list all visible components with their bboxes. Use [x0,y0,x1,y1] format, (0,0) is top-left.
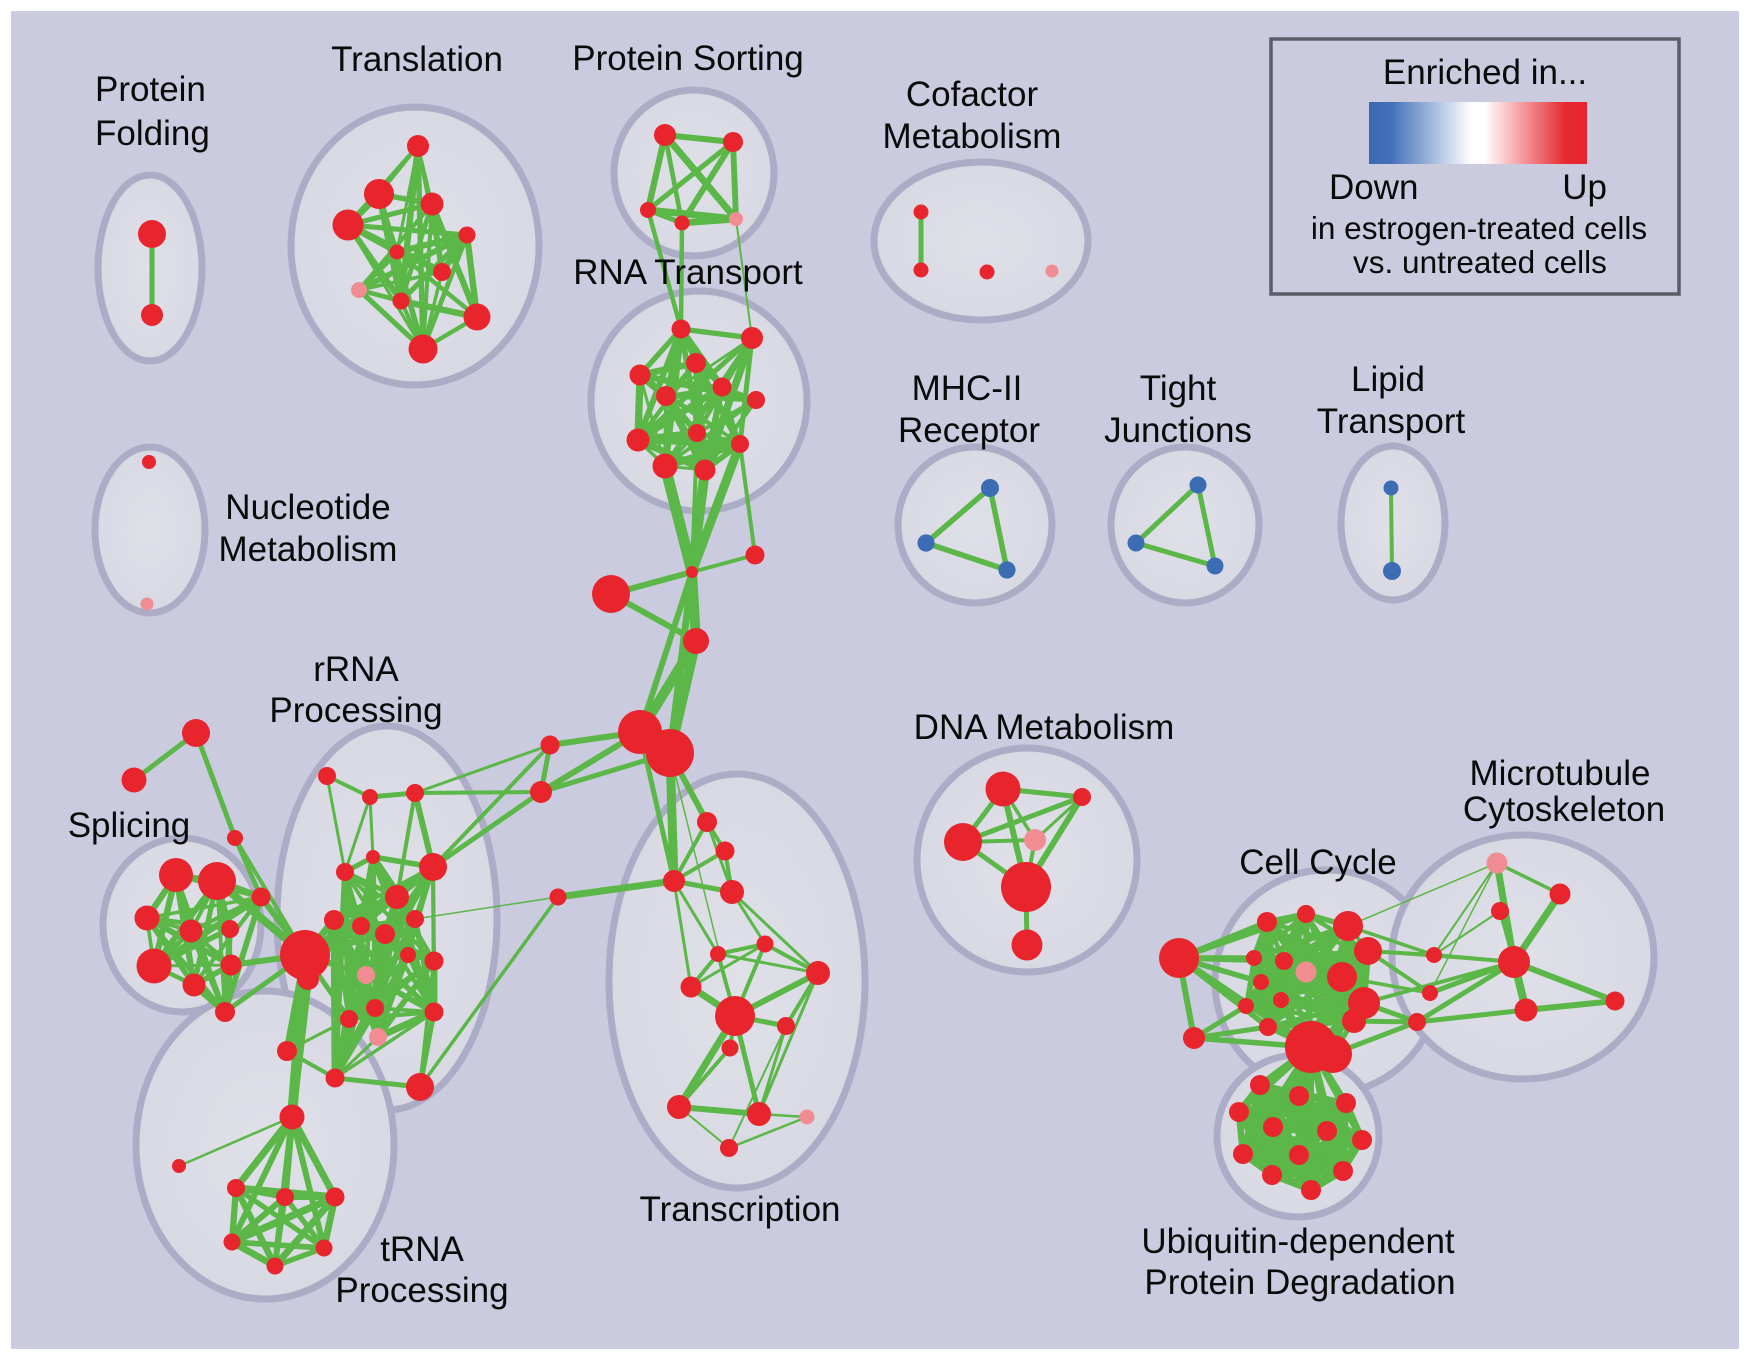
svg-text:Nucleotide: Nucleotide [225,488,390,527]
svg-text:tRNA: tRNA [380,1230,464,1269]
svg-text:Lipid: Lipid [1351,360,1425,399]
svg-text:Processing: Processing [269,691,442,730]
svg-text:Protein: Protein [95,70,206,109]
svg-text:Cofactor: Cofactor [906,75,1039,114]
svg-text:Metabolism: Metabolism [219,530,398,569]
svg-text:Tight: Tight [1140,369,1217,408]
svg-text:Transcription: Transcription [640,1190,841,1229]
svg-text:RNA Transport: RNA Transport [573,253,803,292]
svg-text:Folding: Folding [95,114,210,153]
svg-text:Down: Down [1329,168,1418,207]
svg-text:Cell Cycle: Cell Cycle [1239,843,1397,882]
svg-text:Transport: Transport [1317,402,1466,441]
svg-text:DNA Metabolism: DNA Metabolism [914,708,1175,747]
svg-text:Processing: Processing [335,1271,508,1310]
svg-text:Protein Degradation: Protein Degradation [1144,1263,1455,1302]
svg-text:in estrogen-treated cells: in estrogen-treated cells [1311,210,1647,246]
svg-text:rRNA: rRNA [313,650,399,689]
svg-text:Microtubule: Microtubule [1470,754,1651,793]
svg-text:Protein Sorting: Protein Sorting [572,39,804,78]
svg-text:Ubiquitin-dependent: Ubiquitin-dependent [1141,1222,1455,1261]
svg-text:Junctions: Junctions [1104,411,1252,450]
svg-text:Receptor: Receptor [898,411,1040,450]
svg-text:Translation: Translation [331,40,503,79]
svg-text:Metabolism: Metabolism [883,117,1062,156]
svg-text:Enriched in...: Enriched in... [1383,53,1587,92]
svg-text:Splicing: Splicing [68,806,191,845]
svg-text:Cytoskeleton: Cytoskeleton [1463,790,1665,829]
svg-text:Up: Up [1562,168,1607,207]
svg-text:MHC-II: MHC-II [912,369,1023,408]
svg-text:vs. untreated cells: vs. untreated cells [1353,244,1607,280]
